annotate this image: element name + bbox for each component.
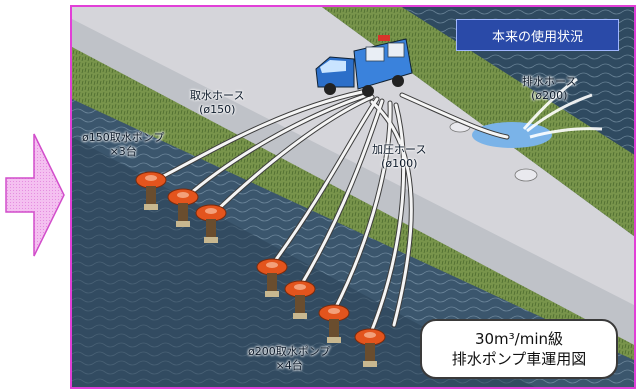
submersible-pump-icon bbox=[167, 188, 199, 227]
intake-hose-label: 取水ホース (ø150) bbox=[190, 89, 244, 117]
drain-hose-name: 排水ホース bbox=[522, 75, 577, 88]
pump150-label: ø150取水ポンプ ×3台 bbox=[82, 131, 164, 159]
intake-hose-diameter: (ø150) bbox=[199, 103, 236, 116]
submersible-pump-icon bbox=[354, 328, 386, 367]
pump200-name: ø200取水ポンプ bbox=[248, 345, 331, 358]
pump200-label: ø200取水ポンプ ×4台 bbox=[248, 345, 330, 373]
callout-capacity: 30m³/min級 bbox=[474, 330, 564, 348]
drain-hose-diameter: (ø200) bbox=[531, 89, 568, 102]
submersible-pump-icon bbox=[195, 204, 227, 243]
pump-truck-icon bbox=[315, 35, 413, 97]
pressure-hose-diameter: (ø100) bbox=[381, 157, 418, 170]
usage-status-badge: 本来の使用状況 bbox=[456, 19, 619, 51]
submersible-pump-icon bbox=[256, 258, 288, 297]
river-scene bbox=[72, 7, 634, 387]
pump150-count: ×3台 bbox=[109, 145, 137, 158]
callout-title: 排水ポンプ車運用図 bbox=[451, 350, 587, 368]
pressure-hose-name: 加圧ホース bbox=[372, 143, 427, 156]
submersible-pump-icon bbox=[284, 280, 316, 319]
pump150-name: ø150取水ポンプ bbox=[82, 131, 165, 144]
submersible-pump-icon bbox=[135, 171, 167, 210]
submersible-pump-icon bbox=[318, 304, 350, 343]
intake-hose-name: 取水ホース bbox=[190, 89, 245, 102]
illustration-frame: 本来の使用状況 取水ホース (ø150) 排水ホース (ø200) 加圧ホース … bbox=[70, 5, 636, 389]
right-arrow-icon bbox=[5, 133, 65, 257]
drain-hose-label: 排水ホース (ø200) bbox=[522, 75, 576, 103]
pump200-count: ×4台 bbox=[275, 359, 303, 372]
pressure-hose-label: 加圧ホース (ø100) bbox=[372, 143, 426, 171]
diagram-title-callout: 30m³/min級 排水ポンプ車運用図 bbox=[420, 319, 618, 379]
